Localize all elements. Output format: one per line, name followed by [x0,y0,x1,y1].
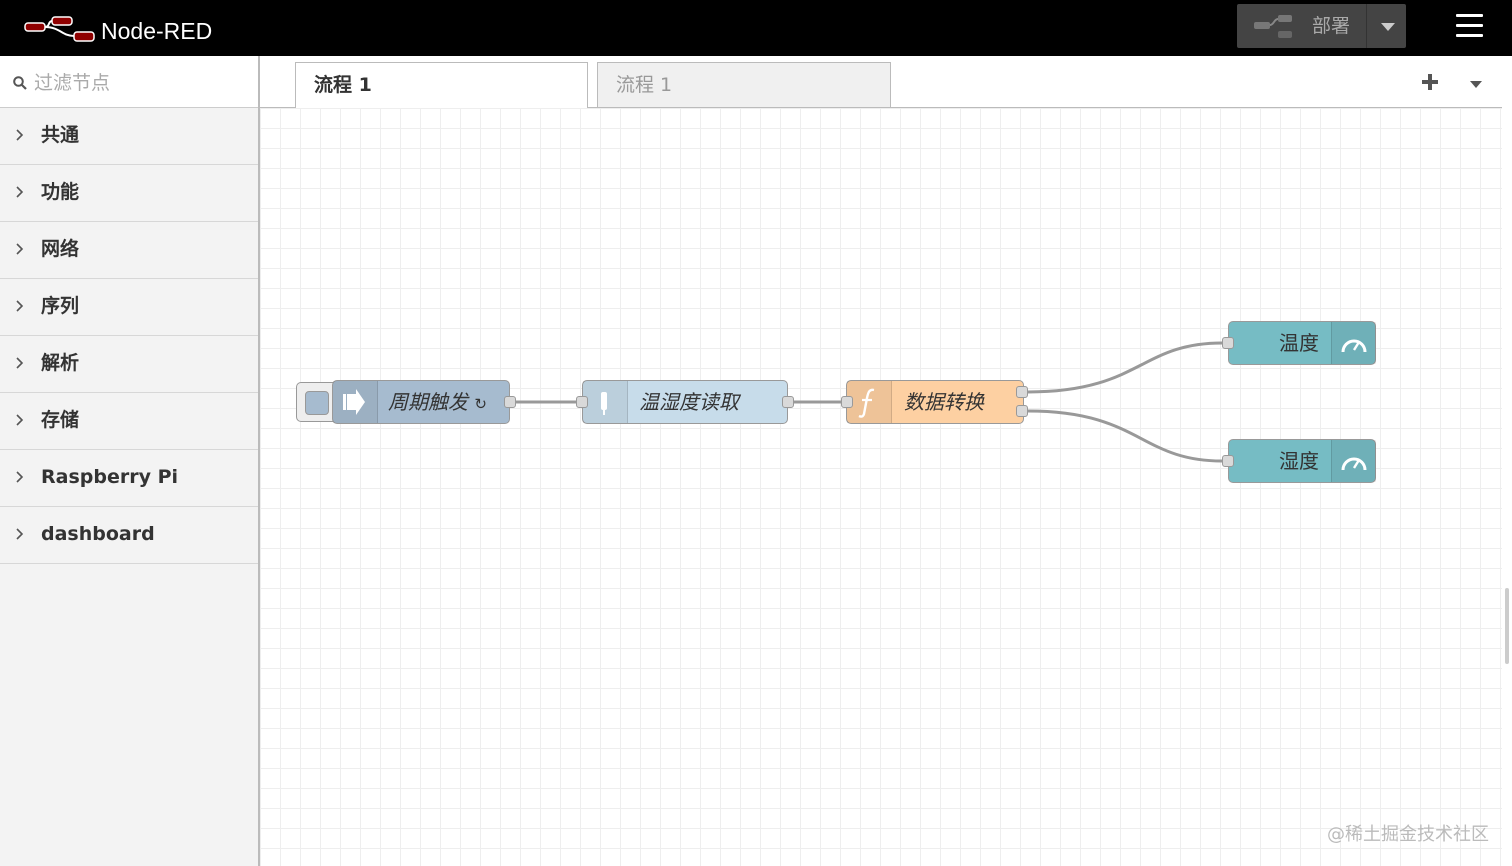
deploy-button[interactable]: 部署 [1237,4,1406,48]
node-red-logo-icon [24,16,95,42]
category-label: dashboard [41,523,155,545]
arrow-in-icon [343,389,365,415]
palette-category-raspberry-pi[interactable]: Raspberry Pi [0,450,258,507]
category-label: Raspberry Pi [41,466,179,488]
tab-list-caret-icon[interactable] [1470,81,1482,88]
flow-workspace[interactable]: 周期触发 ↻ 温湿度读取 数据转换 温度 [260,108,1502,866]
inject-trigger-button[interactable] [296,382,334,422]
app-title: Node-RED [101,18,213,44]
add-tab-icon[interactable] [1420,72,1440,92]
palette-category-storage[interactable]: 存储 [0,393,258,450]
repeat-icon: ↻ [474,395,487,413]
palette-filter [0,56,258,108]
tab-flow-1[interactable]: 流程 1 [295,62,588,108]
tab-label: 流程 1 [314,74,372,96]
node-label-temperature: 温度 [1279,331,1319,355]
deploy-menu-caret-icon[interactable] [1381,23,1395,31]
node-palette: 共通 功能 网络 序列 解析 存储 Raspberry Pi dashboard [0,56,260,866]
category-label: 网络 [41,238,80,260]
category-label: 序列 [41,295,80,317]
node-dht-sensor[interactable]: 温湿度读取 [582,380,788,424]
input-port[interactable] [841,396,853,408]
thermometer-icon [601,392,607,415]
deploy-divider [1366,4,1367,48]
chevron-right-icon [16,471,24,483]
search-icon [13,76,27,90]
chevron-right-icon [16,300,24,312]
filter-nodes-input[interactable] [32,68,246,98]
chevron-right-icon [16,129,24,141]
main-menu-icon[interactable] [1456,14,1484,38]
sensor-icon-area [583,381,628,423]
node-label-inject: 周期触发 ↻ [388,389,487,417]
chevron-right-icon [16,528,24,540]
tab-label: 流程 1 [616,74,673,96]
chevron-right-icon [16,414,24,426]
node-label-function: 数据转换 [904,390,984,414]
output-port-1[interactable] [1016,386,1028,398]
watermark: @稀土掘金技术社区 [1327,824,1489,845]
inject-button-face [305,391,329,415]
wire-function-to-temp [1027,341,1223,394]
input-port[interactable] [1222,455,1234,467]
function-icon-area [847,381,892,423]
scrollbar-thumb[interactable] [1505,588,1509,664]
output-port-2[interactable] [1016,405,1028,417]
output-port[interactable] [504,396,516,408]
gauge-icon-area [1331,440,1376,482]
output-port[interactable] [782,396,794,408]
function-icon [858,388,875,418]
palette-category-parser[interactable]: 解析 [0,336,258,393]
gauge-icon [1341,339,1367,353]
category-label: 功能 [41,181,80,203]
wire-function-to-humidity [1027,409,1223,463]
palette-category-network[interactable]: 网络 [0,222,258,279]
palette-category-common[interactable]: 共通 [0,108,258,165]
workspace-scrollbar[interactable] [1502,108,1512,866]
input-port[interactable] [576,396,588,408]
category-label: 存储 [41,409,80,431]
node-inject[interactable]: 周期触发 ↻ [332,380,510,424]
chevron-right-icon [16,357,24,369]
node-label-sensor: 温湿度读取 [639,390,739,414]
node-label-humidity: 湿度 [1279,449,1319,473]
workspace-tabs: 流程 1 流程 1 [260,56,1502,108]
gauge-icon [1341,457,1367,471]
deploy-label: 部署 [1312,15,1351,37]
deploy-icon [1254,15,1292,38]
palette-category-sequence[interactable]: 序列 [0,279,258,336]
gauge-icon-area [1331,322,1376,364]
chevron-right-icon [16,243,24,255]
node-gauge-temperature[interactable]: 温度 [1228,321,1376,365]
inject-label-text: 周期触发 [388,390,468,414]
category-label: 共通 [41,124,80,146]
wires-layer [515,341,1223,463]
node-gauge-humidity[interactable]: 湿度 [1228,439,1376,483]
chevron-right-icon [16,186,24,198]
category-label: 解析 [41,352,80,374]
palette-category-function[interactable]: 功能 [0,165,258,222]
tab-flow-1-second[interactable]: 流程 1 [597,62,891,107]
inject-icon-area [333,381,378,423]
header-bar: Node-RED 部署 [0,0,1512,56]
input-port[interactable] [1222,337,1234,349]
node-function[interactable]: 数据转换 [846,380,1024,424]
palette-category-dashboard[interactable]: dashboard [0,507,258,564]
